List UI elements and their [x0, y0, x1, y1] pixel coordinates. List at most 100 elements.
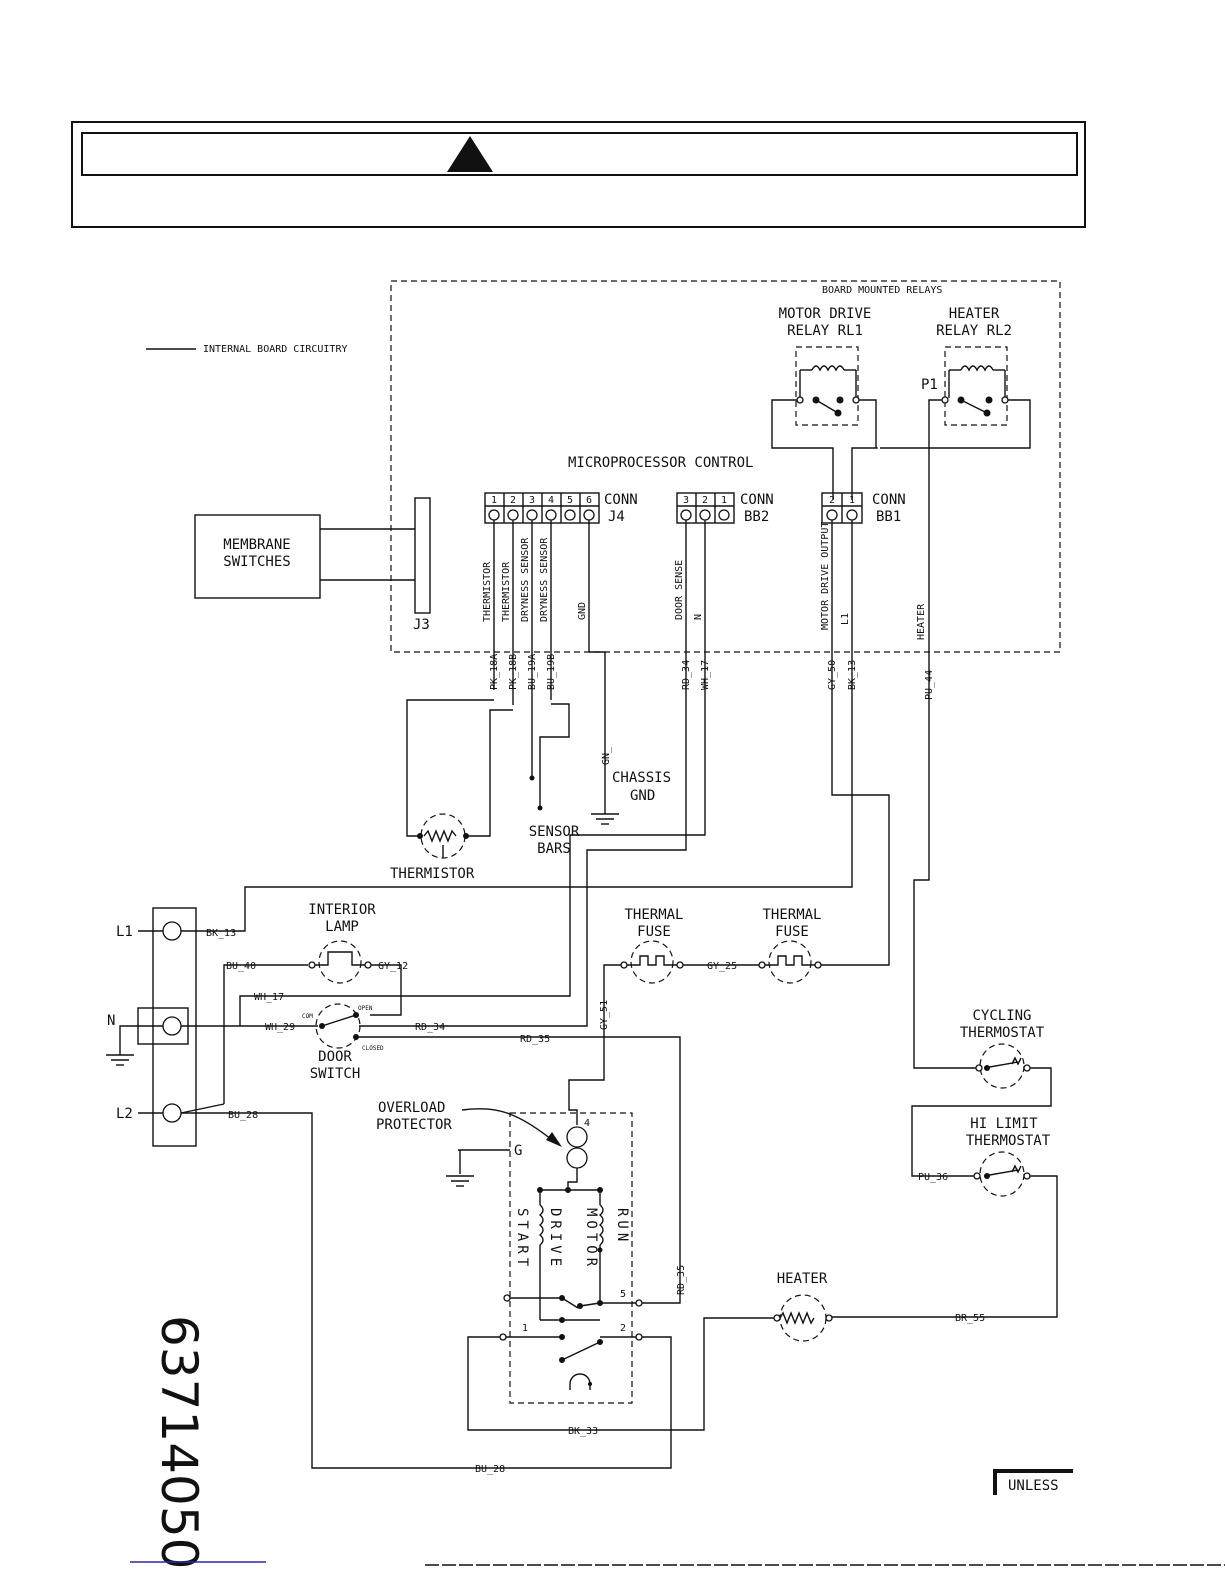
connector-j3: [414, 497, 431, 614]
membrane-switches-label-1: MEMBRANE: [223, 537, 290, 553]
terminal-l1-label: L1: [116, 924, 133, 940]
bb1-pin-1: 1: [849, 495, 855, 506]
j4-pin-1: 1: [491, 495, 497, 506]
j3-label: J3: [413, 617, 430, 633]
motor-drive-label: DRIVE: [547, 1208, 563, 1270]
door-open-label: OPEN: [358, 1005, 373, 1012]
motor-relay-label-2: RELAY RL1: [787, 323, 863, 339]
wire-bk13-upper: BK_13: [847, 660, 858, 690]
door-switch: [315, 1003, 361, 1049]
board-mounted-relays-label: BOARD MOUNTED RELAYS: [822, 285, 942, 296]
wire-wh29: WH_29: [265, 1022, 295, 1033]
thermal-fuse-1: [620, 940, 684, 984]
wire-rd34-upper: RD_34: [681, 660, 692, 690]
overload-protector: [461, 1108, 588, 1190]
wire-bk13-lower: BK_13: [206, 928, 236, 939]
wire-gy51: GY_51: [599, 1000, 610, 1030]
bb2-signal-n: N: [693, 614, 704, 620]
wire-bu19a: BU_19A: [527, 654, 538, 690]
heater-relay-label-2: RELAY RL2: [936, 323, 1012, 339]
bb1-signal-l1: L1: [840, 613, 851, 625]
motor-run-label: RUN: [614, 1208, 630, 1245]
warning-triangle-icon: [447, 136, 493, 172]
interior-lamp-label-1: INTERIOR: [308, 902, 376, 918]
heater-relay: [941, 346, 1009, 426]
wire-pk18b: PK_18B: [508, 654, 519, 690]
microprocessor-control-label: MICROPROCESSOR CONTROL: [568, 455, 753, 471]
conn-j4-label-1: CONN: [604, 492, 638, 508]
bb2-pin-3: 3: [683, 495, 689, 506]
conn-j4-label-2: J4: [608, 509, 625, 525]
bb2-pin-1: 1: [721, 495, 727, 506]
wire-gy50: GY_50: [827, 660, 838, 690]
wire-wh17-lower: WH_17: [254, 992, 284, 1003]
door-closed-label: CLOSED: [362, 1045, 384, 1052]
motor-ground-icon: [446, 1175, 474, 1187]
thermal-fuse-1-label-1: THERMAL: [624, 907, 683, 923]
wire-bu28-upper: BU_28: [228, 1110, 258, 1121]
cycling-thermostat-label-2: THERMOSTAT: [960, 1025, 1045, 1041]
interior-lamp: [308, 940, 372, 984]
overload-protector-label-2: PROTECTOR: [376, 1117, 452, 1133]
connector-bb2: 3 2 1: [676, 492, 735, 524]
sensor-bars-label-1: SENSOR: [529, 824, 580, 840]
wire-bu28-lower: BU_28: [475, 1464, 505, 1475]
j4-pin-2: 2: [510, 495, 516, 506]
thermistor-label: THERMISTOR: [390, 866, 475, 882]
bb2-signal-door-sense: DOOR SENSE: [674, 560, 685, 620]
chassis-gnd-label-2: GND: [630, 788, 655, 804]
chassis-ground-icon: [591, 813, 619, 825]
conn-bb1-label-1: CONN: [872, 492, 906, 508]
motor-pin-1: 1: [522, 1323, 528, 1334]
wire-pk18a: PK_18A: [489, 654, 500, 690]
cycling-thermostat-label-1: CYCLING: [972, 1008, 1031, 1024]
wire-bu40: BU_40: [226, 961, 256, 972]
wire-bk33: BK_33: [568, 1426, 598, 1437]
motor-relay-label-1: MOTOR DRIVE: [779, 306, 872, 322]
motor-drive-relay: [795, 346, 860, 426]
warning-box: [71, 121, 1086, 228]
heater-relay-label-1: HEATER: [949, 306, 1000, 322]
chassis-gnd-label-1: CHASSIS: [612, 770, 671, 786]
bb2-pin-2: 2: [702, 495, 708, 506]
thermal-fuse-2-label-2: FUSE: [775, 924, 809, 940]
wire-rd35-lower: RD_35: [676, 1265, 687, 1295]
membrane-switches-label-2: SWITCHES: [223, 554, 290, 570]
j4-signal-3: DRYNESS SENSOR: [520, 537, 531, 622]
drive-motor-outline: [509, 1112, 633, 1404]
motor-motor-label: MOTOR: [583, 1208, 599, 1270]
wire-bu19b: BU_19B: [546, 654, 557, 690]
overload-protector-label-1: OVERLOAD: [378, 1100, 445, 1116]
j4-pin-6: 6: [586, 495, 592, 506]
internal-board-circuitry-label: INTERNAL BOARD CIRCUITRY: [203, 344, 348, 355]
motor-start-label: START: [514, 1208, 530, 1270]
interior-lamp-label-2: LAMP: [325, 919, 359, 935]
connector-bb1: 2 1: [821, 492, 863, 524]
j4-signal-2: THERMISTOR: [501, 561, 512, 622]
thermal-fuse-2-label-1: THERMAL: [762, 907, 821, 923]
wire-gn: GN_: [601, 746, 612, 765]
motor-pin-4: 4: [584, 1118, 590, 1129]
door-com-label: COM: [302, 1013, 313, 1020]
thermal-fuse-1-label-2: FUSE: [637, 924, 671, 940]
door-switch-label-1: DOOR: [318, 1049, 352, 1065]
terminal-l2-label: L2: [116, 1106, 133, 1122]
terminal-n: [162, 1016, 182, 1036]
door-switch-label-2: SWITCH: [310, 1066, 361, 1082]
wire-rd34-lower: RD_34: [415, 1022, 445, 1033]
wire-rd35-upper: RD_35: [520, 1034, 550, 1045]
wire-br55: BR_55: [955, 1313, 985, 1324]
terminal-n-label: N: [107, 1013, 115, 1029]
j4-signal-gnd: GND: [577, 602, 588, 620]
wire-pu36: PU_36: [918, 1172, 948, 1183]
heater: [773, 1294, 833, 1342]
thermistor: [417, 813, 469, 859]
conn-bb1-label-2: BB1: [876, 509, 901, 525]
motor-g-label: G: [514, 1143, 522, 1159]
sensor-bars-label-2: BARS: [537, 841, 571, 857]
unless-tab: [993, 1469, 1073, 1495]
unless-label: UNLESS: [1008, 1478, 1059, 1494]
part-number: 63714050: [150, 1315, 208, 1570]
terminal-ground-icon: [106, 1054, 134, 1066]
